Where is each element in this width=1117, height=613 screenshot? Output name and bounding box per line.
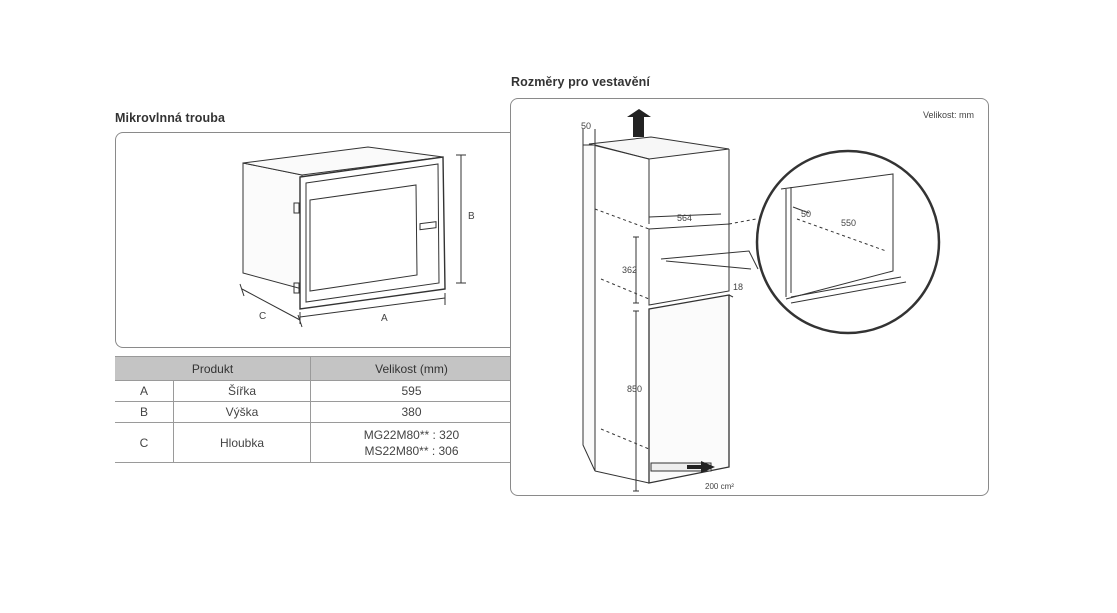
row-name: Hloubka	[173, 422, 311, 463]
size-variant-1: MG22M80** : 320	[363, 427, 460, 442]
dim-label-a: A	[381, 313, 388, 324]
detail-depth: 550	[841, 218, 856, 228]
dim-top-gap: 50	[581, 121, 591, 131]
row-size: 380	[310, 401, 513, 423]
row-name: Šířka	[173, 380, 311, 402]
dim-lower: 850	[627, 384, 642, 394]
microwave-title: Mikrovlnná trouba	[115, 111, 226, 125]
dim-label-b: B	[468, 211, 475, 222]
row-letter: B	[115, 401, 174, 423]
row-letter: A	[115, 380, 174, 402]
row-size: MG22M80** : 320 MS22M80** : 306	[310, 422, 513, 463]
header-size: Velikost (mm)	[310, 356, 513, 381]
detail-gap: 50	[801, 209, 811, 219]
installation-dimensions-title: Rozměry pro vestavění	[511, 75, 650, 89]
table-row: A Šířka 595	[115, 380, 513, 402]
cabinet-drawing: 50 564 362 18 850 200 cm² 50 550	[581, 109, 941, 492]
dim-label-c: C	[259, 311, 266, 322]
dimensions-table: Produkt Velikost (mm) A Šířka 595 B Výšk…	[115, 356, 513, 463]
unit-note: Velikost: mm	[922, 110, 974, 120]
table-row: C Hloubka MG22M80** : 320 MS22M80** : 30…	[115, 422, 513, 463]
row-size: 595	[310, 380, 513, 402]
airflow-up-arrow	[627, 109, 651, 137]
row-letter: C	[115, 422, 174, 463]
dim-width: 564	[677, 213, 692, 223]
header-product: Produkt	[115, 356, 311, 381]
microwave-drawing: B A C	[239, 146, 475, 328]
microwave-diagram-panel: B A C	[115, 132, 526, 348]
airflow-in-arrow	[687, 461, 715, 473]
table-row: B Výška 380	[115, 401, 513, 423]
installation-diagram-panel: Velikost: mm	[510, 98, 989, 496]
row-name: Výška	[173, 401, 311, 423]
dim-side: 18	[733, 282, 743, 292]
dim-vent: 200 cm²	[705, 482, 734, 491]
table-header-row: Produkt Velikost (mm)	[115, 356, 513, 381]
size-variant-2: MS22M80** : 306	[364, 443, 459, 458]
dim-height: 362	[622, 265, 637, 275]
